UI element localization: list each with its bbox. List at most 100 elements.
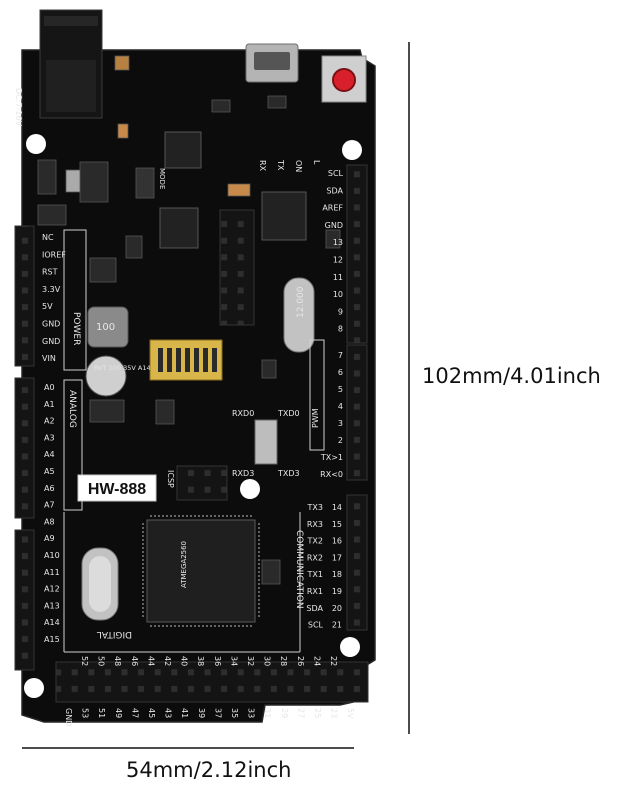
pin-label: 45: [147, 708, 156, 718]
switch-label: RXD3: [232, 469, 254, 478]
switch-label: TXD0: [277, 409, 300, 418]
pin-label: A13: [44, 601, 60, 610]
crystal-12mhz: [283, 277, 315, 353]
pin-label: 24: [312, 656, 321, 666]
pin-number: 18: [332, 570, 342, 579]
pin-label: 6: [338, 368, 343, 377]
pin-label: 3.3V: [42, 285, 61, 294]
pin-label: A3: [44, 433, 55, 442]
pin-label: RX1: [307, 587, 323, 596]
pin-label: TX3: [307, 503, 323, 512]
right-header-comm: [346, 494, 368, 631]
pin-label: RX<0: [320, 470, 343, 479]
pin-number: 15: [332, 520, 342, 529]
pin-label: 3: [338, 419, 343, 428]
mode-label: MODE: [158, 168, 166, 189]
height-dimension-label: 102mm/4.01inch: [422, 364, 601, 388]
pin-label: 10: [333, 290, 343, 299]
pin-label: GND: [325, 221, 343, 230]
pin-label: NC: [42, 233, 54, 242]
pin-label: 5V: [42, 302, 53, 311]
pin-label: A5: [44, 467, 55, 476]
pin-label: 2: [338, 436, 343, 445]
switch-label: TXD3: [277, 469, 300, 478]
led-label: RX: [258, 160, 267, 172]
pin-label: 4: [338, 402, 343, 411]
pin-label: 35: [230, 708, 239, 718]
pin-number: 19: [332, 587, 342, 596]
pin-label: TX2: [307, 537, 323, 546]
pin-label: 25: [313, 708, 322, 718]
right-header-mid: [346, 344, 368, 481]
pin-label: 23: [330, 708, 339, 718]
pin-label: GND: [64, 708, 73, 726]
left-header-power: [14, 225, 35, 367]
pin-label: RST: [42, 268, 58, 277]
pin-label: AREF: [322, 204, 343, 213]
switch-label: RXD0: [232, 409, 254, 418]
model-badge: [77, 474, 157, 502]
pin-label: 50: [97, 656, 106, 666]
pin-label: TX1: [307, 570, 323, 579]
electrolytic-capacitor: [85, 355, 127, 397]
digital-section-label: DIGITAL: [97, 629, 132, 639]
pin-label: 27: [296, 708, 305, 718]
pin-label: 12: [333, 256, 343, 265]
pin-label: 26: [296, 656, 305, 666]
pin-label: A4: [44, 450, 55, 459]
pin-label: 44: [146, 656, 155, 666]
pin-label: A6: [44, 484, 55, 493]
pin-label: 48: [113, 656, 122, 666]
analog-section-label: ANALOG: [67, 390, 77, 428]
dc-voltage-label: DC:7-16V: [14, 88, 23, 127]
flash-chip: [261, 191, 307, 241]
pin-label: 39: [197, 708, 206, 718]
model-label: HW-888: [88, 481, 146, 498]
width-dimension-label: 54mm/2.12inch: [126, 758, 292, 782]
pin-label: 8: [338, 325, 343, 334]
pin-label: A12: [44, 585, 60, 594]
pin-label: 34: [229, 656, 238, 666]
mount-hole: [240, 479, 260, 499]
pin-label: 13: [333, 238, 343, 247]
pin-label: SDA: [306, 604, 323, 613]
led-label: TX: [276, 159, 285, 171]
pin-number: 21: [332, 621, 342, 630]
pin-label: 46: [130, 656, 139, 666]
atmega-chip: [146, 519, 256, 623]
pin-label: A0: [44, 383, 55, 392]
reset-button: [332, 68, 356, 92]
led-label: ON: [294, 160, 303, 172]
mount-hole: [26, 134, 46, 154]
pin-number: 16: [332, 537, 342, 546]
power-section-label: POWER: [71, 312, 81, 345]
communication-section-label: COMMUNICATION: [294, 530, 304, 609]
icsp-label: ICSP: [166, 470, 175, 488]
inductor-label: 100: [96, 322, 115, 333]
pin-label: 53: [81, 708, 90, 718]
pin-label: 30: [263, 656, 272, 666]
pin-label: 52: [80, 656, 89, 666]
pin-label: 36: [213, 656, 222, 666]
capacitor-label: RVT 100 35V A14: [94, 364, 151, 372]
pin-label: SDA: [326, 186, 343, 195]
mount-hole: [340, 637, 360, 657]
pin-number: 20: [332, 604, 342, 613]
pin-label: A10: [44, 551, 60, 560]
pin-label: SCL: [328, 169, 344, 178]
esp-header: [219, 209, 255, 326]
pin-label: 7: [338, 351, 343, 360]
left-header-analog2: [14, 529, 35, 671]
pin-label: 31: [263, 708, 272, 718]
pwm-label: PWM: [311, 408, 320, 428]
pin-label: 38: [196, 656, 205, 666]
